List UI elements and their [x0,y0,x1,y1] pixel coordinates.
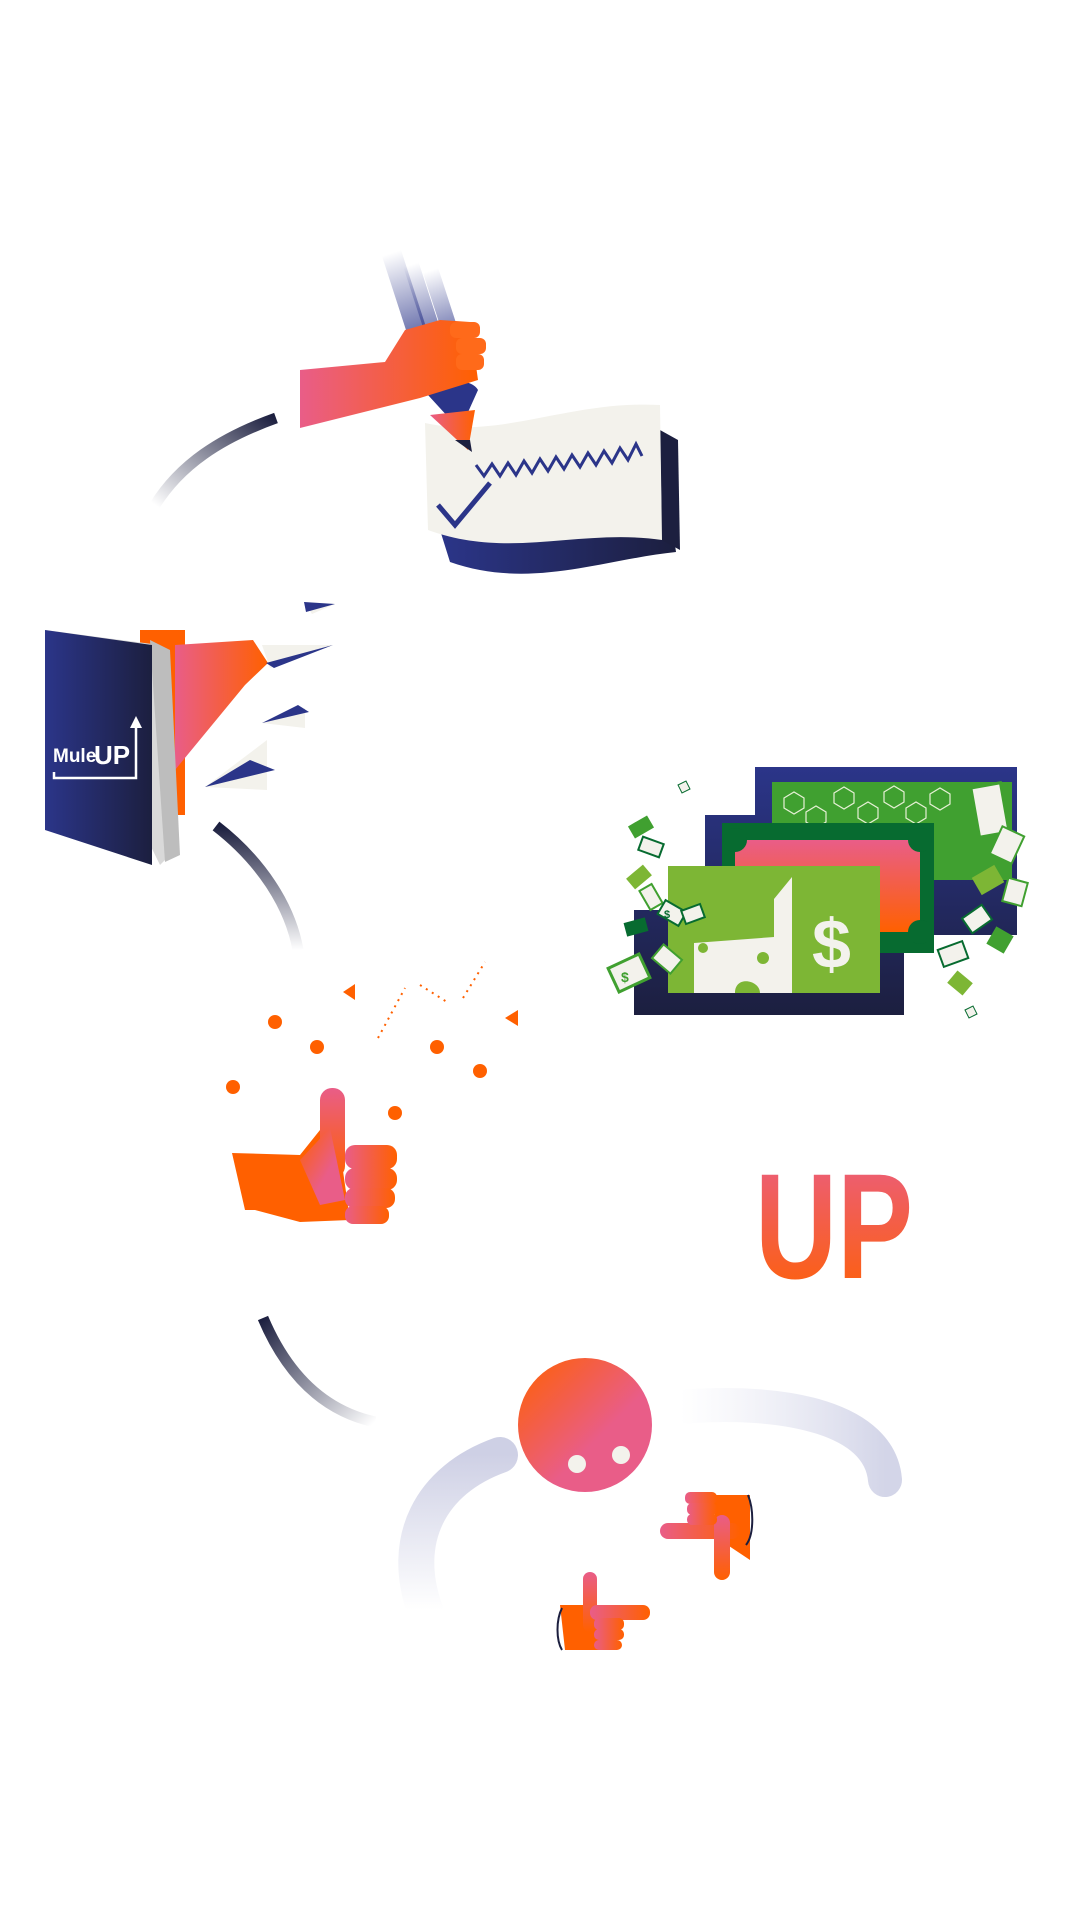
dotted-trail [377,961,486,1039]
paper-planes [205,602,335,790]
small-dollar-icon: $ [664,909,670,921]
signing-document-illustration [300,249,680,574]
book-label-up: UP [94,740,130,770]
book-cover [45,630,152,865]
cube-pattern [783,785,951,829]
pencil-icon [381,249,478,452]
muleup-logo: Mule UP [52,716,142,780]
face-eye-right [612,1446,630,1464]
face-eye-left [568,1455,586,1473]
connector-arcs [150,412,902,1628]
small-dollar-icon: $ [621,969,629,985]
book-illustration: Mule UP [45,602,335,865]
confetti [226,984,518,1120]
flying-bills-right [936,781,1029,1019]
arc-middle [212,821,304,952]
flying-bills-left: $ $ [606,780,707,994]
money-illustration: $ $ $ [606,767,1029,1019]
framing-face-illustration [518,1358,754,1651]
thumbs-up-illustration [226,961,518,1224]
book-label-mule: Mule [53,746,96,767]
soft-arc-right [663,1388,902,1497]
document-paper [425,404,662,544]
checkmark-icon [436,481,492,529]
dollar-sign-icon: $ [812,905,851,983]
soft-arc-left [398,1437,518,1628]
face-circle [518,1358,652,1492]
framing-hand-lower [556,1572,650,1651]
arc-lower [257,1315,377,1428]
framing-hand-upper [660,1492,754,1580]
up-headline: UP [755,1142,913,1310]
writing-hand [300,320,478,428]
signature-scribble [474,440,644,479]
arc-top [150,412,278,508]
fist-fingers [345,1145,397,1224]
